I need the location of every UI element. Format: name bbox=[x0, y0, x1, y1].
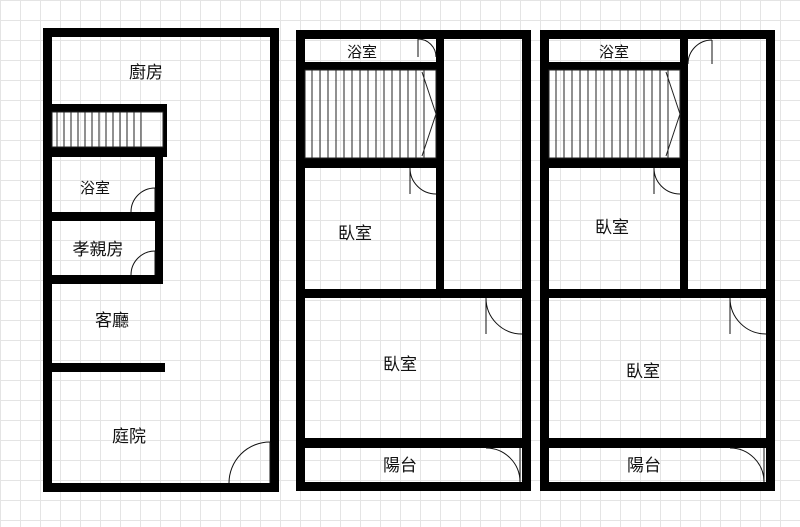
floor-2-wall-mid bbox=[296, 289, 531, 298]
floor-3-walls bbox=[540, 30, 775, 491]
room-label-bathroom-1f: 浴室 bbox=[80, 179, 110, 197]
floor-3-wall-top bbox=[540, 30, 775, 39]
door-bathroom-3f bbox=[687, 39, 713, 65]
floor-1-doors bbox=[130, 187, 271, 484]
door-parents-room bbox=[130, 250, 156, 276]
room-label-bedroom-lower-3f: 臥室 bbox=[626, 362, 660, 382]
stair-frame bbox=[51, 111, 164, 148]
floor-2-walls bbox=[296, 30, 531, 491]
floor-1-wall-stair-right bbox=[163, 104, 167, 150]
floor-1-wall-right bbox=[270, 28, 279, 492]
floor-3-wall-bottom bbox=[540, 482, 775, 491]
door-bathroom-1f bbox=[130, 187, 156, 213]
floor-1-plan: 廚房 浴室 孝親房 客廳 庭院 bbox=[43, 28, 279, 492]
floor-1-wall-left bbox=[43, 28, 52, 492]
floor-3-wall-mid bbox=[540, 289, 775, 298]
floor-3-wall-stair-bottom bbox=[540, 158, 688, 168]
floor-2-stairs bbox=[304, 69, 437, 159]
door-balcony-3f bbox=[729, 447, 765, 483]
floor-1-stairs bbox=[51, 111, 164, 148]
door-courtyard bbox=[228, 441, 271, 484]
floor-1-labels: 廚房 浴室 孝親房 客廳 庭院 bbox=[73, 62, 164, 447]
room-label-bathroom-3f: 浴室 bbox=[599, 43, 629, 61]
door-balcony-2f bbox=[485, 447, 521, 483]
door-bedroom-upper-2f bbox=[409, 167, 437, 195]
floor-1-wall-living-bottom bbox=[43, 363, 165, 372]
floor-3-doors bbox=[653, 39, 767, 483]
room-label-bathroom-2f: 浴室 bbox=[347, 43, 377, 61]
floor-2-wall-balcony-top bbox=[296, 438, 531, 448]
floor-1-wall-bath-top bbox=[43, 147, 167, 157]
floor-3-wall-right bbox=[766, 30, 775, 491]
room-label-bedroom-upper-3f: 臥室 bbox=[595, 218, 629, 238]
floor-2-doors bbox=[409, 38, 523, 483]
room-label-balcony-3f: 陽台 bbox=[627, 456, 661, 476]
floor-2-wall-right bbox=[522, 30, 531, 491]
floor-3-wall-bath-bottom bbox=[540, 62, 688, 70]
floor-1-wall-parents-bottom bbox=[43, 275, 163, 284]
floor-2-wall-bottom bbox=[296, 482, 531, 491]
floor-3-stairs bbox=[548, 69, 681, 159]
room-label-bedroom-upper-2f: 臥室 bbox=[338, 224, 372, 244]
stair-direction-arrow bbox=[421, 71, 437, 157]
floor-3-wall-left bbox=[540, 30, 549, 491]
floor-1-wall-stair-top bbox=[43, 104, 167, 112]
room-label-balcony-2f: 陽台 bbox=[383, 456, 417, 476]
floor-1-wall-bottom bbox=[43, 483, 279, 492]
floor-2-labels: 浴室 臥室 臥室 陽台 bbox=[338, 43, 417, 476]
floor-2-wall-top bbox=[296, 30, 531, 39]
room-label-living-room: 客廳 bbox=[95, 311, 129, 331]
floor-1-wall-top bbox=[43, 28, 279, 37]
floor-1-wall-bath-bottom bbox=[43, 212, 163, 221]
room-label-kitchen: 廚房 bbox=[129, 62, 163, 83]
room-label-courtyard: 庭院 bbox=[112, 427, 146, 447]
floor-2-plan: 浴室 臥室 臥室 陽台 bbox=[296, 30, 531, 491]
floor-2-wall-bath-bottom bbox=[296, 62, 444, 70]
floor-2-wall-stair-bottom bbox=[296, 158, 444, 168]
door-bathroom-2f bbox=[417, 38, 437, 58]
floor-2-wall-left bbox=[296, 30, 305, 491]
floor-3-wall-balcony-top bbox=[540, 438, 775, 448]
room-label-bedroom-lower-2f: 臥室 bbox=[383, 355, 417, 375]
floor-3-labels: 浴室 臥室 臥室 陽台 bbox=[595, 43, 661, 476]
room-label-parents-room: 孝親房 bbox=[73, 240, 124, 260]
floor-1-walls bbox=[43, 28, 279, 492]
door-bedroom-lower-2f bbox=[485, 297, 523, 335]
floor-3-plan: 浴室 臥室 臥室 陽台 bbox=[540, 30, 775, 491]
door-bedroom-upper-3f bbox=[653, 167, 681, 195]
door-bedroom-lower-3f bbox=[729, 297, 767, 335]
stair-direction-arrow bbox=[665, 71, 681, 157]
